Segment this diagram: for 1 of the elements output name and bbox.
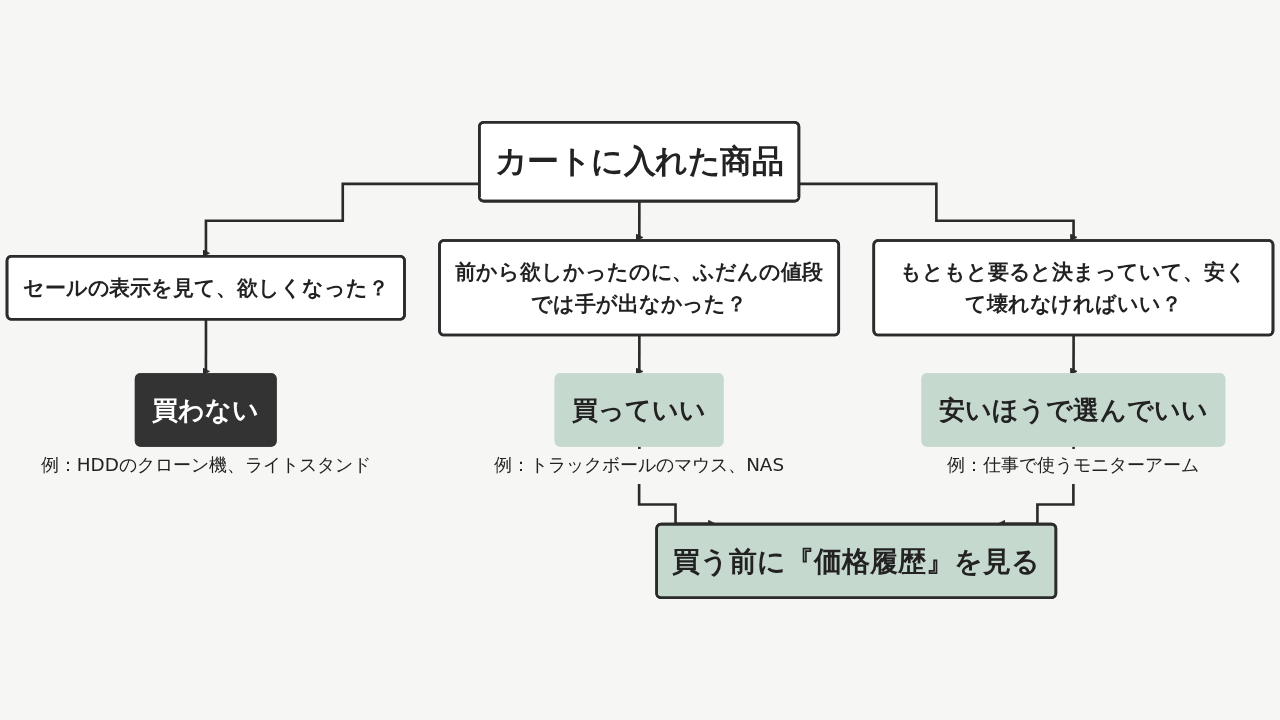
example-note: 例：HDDのクローン機、ライトスタンド [35, 448, 377, 484]
